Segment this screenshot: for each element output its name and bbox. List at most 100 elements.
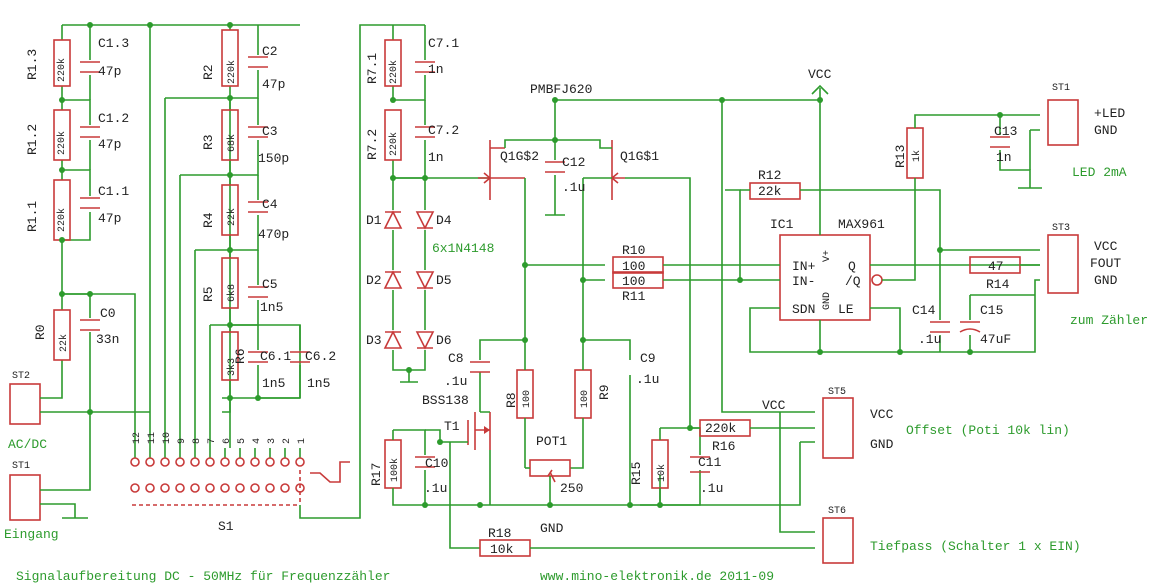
value-r8: 100: [522, 390, 533, 408]
r17-c10-r18: [384, 429, 815, 557]
value-r15: 10k: [656, 464, 668, 482]
label-c5: C5: [262, 277, 278, 292]
label-d4: D4: [436, 213, 452, 228]
label-r0: R0: [33, 324, 48, 340]
label-r17: R17: [369, 463, 384, 486]
value-c9: .1u: [636, 372, 659, 387]
value-pot1: 250: [560, 481, 583, 496]
label-r9: R9: [597, 384, 612, 400]
value-c3: 150p: [258, 151, 289, 166]
label-tiefpass: Tiefpass (Schalter 1 x EIN): [870, 539, 1081, 554]
c12-cap: [545, 161, 565, 173]
label-d6: D6: [436, 333, 452, 348]
pin-vplus: V+: [822, 250, 833, 262]
title-text: Signalaufbereitung DC - 50MHz für Freque…: [16, 569, 390, 584]
value-c7-1: 1n: [428, 62, 444, 77]
label-ic1: IC1: [770, 217, 794, 232]
value-c11: .1u: [700, 481, 723, 496]
value-r1-3: 220k: [56, 58, 68, 82]
value-c10: .1u: [424, 481, 447, 496]
value-r7-2: 220k: [388, 132, 400, 156]
label-d3: D3: [366, 333, 382, 348]
label-c4: C4: [262, 197, 278, 212]
label-r6: R6: [233, 348, 248, 364]
connectors-left: [9, 383, 88, 521]
svg-text:11: 11: [147, 432, 158, 444]
value-r6: 3k3: [226, 358, 238, 376]
value-c1-1: 47p: [98, 211, 121, 226]
value-c1-3: 47p: [98, 64, 121, 79]
label-pmbfj620: PMBFJ620: [530, 82, 592, 97]
labels: R1.3 220k C1.3 47p R1.2 220k C1.2 47p R1…: [4, 36, 1148, 584]
ic1-max961: [740, 84, 1040, 353]
label-st3-gnd: GND: [1094, 273, 1118, 288]
s1-pin-numbers: 12 11 10 9 8 7 6 5 4 3 2 1: [132, 432, 308, 444]
label-st5-gnd: GND: [870, 437, 894, 452]
label-r13: R13: [893, 145, 908, 168]
value-r13: 1k: [911, 150, 923, 162]
label-c3: C3: [262, 124, 278, 139]
label-eingang: Eingang: [4, 527, 59, 542]
svg-text:5: 5: [237, 438, 248, 444]
value-r5: 6k8: [226, 284, 238, 302]
label-r1-3: R1.3: [25, 49, 40, 80]
label-diodes-note: 6x1N4148: [432, 241, 494, 256]
value-c14: .1u: [918, 332, 941, 347]
value-c13: 1n: [996, 150, 1012, 165]
svg-text:12: 12: [132, 432, 143, 444]
value-c8: .1u: [444, 374, 467, 389]
label-r3: R3: [201, 134, 216, 150]
label-zum-zaehler: zum Zähler: [1070, 313, 1148, 328]
label-t1: T1: [444, 419, 460, 434]
value-c2: 47p: [262, 77, 285, 92]
label-r11: R11: [622, 289, 646, 304]
label-c15: C15: [980, 303, 1003, 318]
label-st3: ST3: [1052, 223, 1070, 234]
value-r14: 47: [988, 259, 1004, 274]
value-r2: 220k: [226, 60, 238, 84]
label-gnd-bottom: GND: [540, 521, 564, 536]
label-bss138: BSS138: [422, 393, 469, 408]
label-c1-2: C1.2: [98, 111, 129, 126]
label-r8: R8: [504, 392, 519, 408]
t1-stage: [440, 340, 661, 506]
diode-network: [392, 24, 490, 383]
label-vcc-st5: VCC: [762, 398, 786, 413]
svg-text:9: 9: [177, 438, 188, 444]
value-c5: 1n5: [260, 300, 283, 315]
value-c7-2: 1n: [428, 150, 444, 165]
label-st1-left: ST1: [12, 461, 30, 472]
label-c0: C0: [100, 306, 116, 321]
left-ladder-wires: [48, 24, 301, 518]
label-c6-2: C6.2: [305, 349, 336, 364]
value-r0: 22k: [58, 334, 70, 352]
label-c6-1: C6.1: [260, 349, 291, 364]
value-r12: 22k: [758, 184, 782, 199]
svg-text:7: 7: [207, 438, 218, 444]
svg-text:10: 10: [162, 432, 173, 444]
label-c14: C14: [912, 303, 936, 318]
value-r9: 100: [580, 390, 591, 408]
label-led-plus: +LED: [1094, 106, 1125, 121]
value-c12: .1u: [562, 180, 585, 195]
label-d2: D2: [366, 273, 382, 288]
label-r10: R10: [622, 243, 645, 258]
label-c1-3: C1.3: [98, 36, 129, 51]
label-r2: R2: [201, 64, 216, 80]
value-r11: 100: [622, 274, 645, 289]
pin-sdn: SDN: [792, 302, 815, 317]
label-s1: S1: [218, 519, 234, 534]
label-q1g2: Q1G$2: [500, 149, 539, 164]
label-max961: MAX961: [838, 217, 885, 232]
label-d5: D5: [436, 273, 452, 288]
value-r18: 10k: [490, 542, 514, 557]
label-c7-1: C7.1: [428, 36, 459, 51]
value-c6-1: 1n5: [262, 376, 285, 391]
label-st1-right: ST1: [1052, 83, 1070, 94]
value-c1-2: 47p: [98, 137, 121, 152]
label-st6: ST6: [828, 506, 846, 517]
svg-text:8: 8: [192, 438, 203, 444]
value-r17: 100k: [389, 458, 401, 482]
